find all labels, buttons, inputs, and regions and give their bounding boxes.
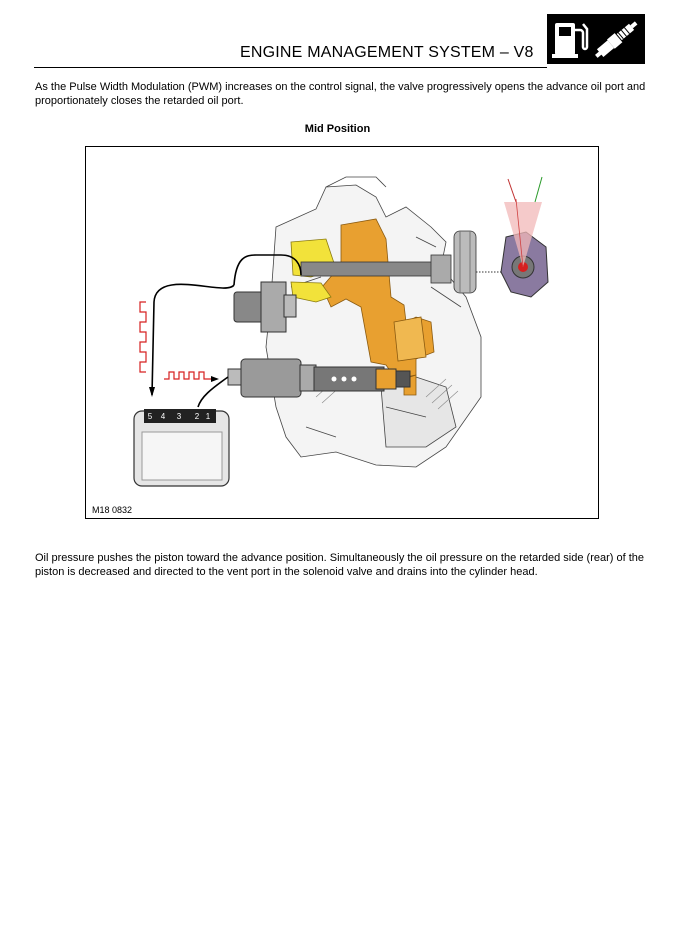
fuel-pump-and-spark-plug-icon bbox=[547, 14, 645, 64]
body-paragraph: Oil pressure pushes the piston toward th… bbox=[35, 552, 645, 578]
figure-reference: M18 0832 bbox=[92, 505, 133, 515]
figure-frame: 5 4 3 2 1 M18 0832 bbox=[85, 146, 599, 519]
oil-control-solenoid bbox=[227, 358, 411, 398]
ecu-pin-4: 4 bbox=[161, 412, 166, 421]
oil-passages bbox=[321, 218, 435, 396]
ecu-pin-2: 2 bbox=[195, 412, 200, 421]
vvt-diagram: 5 4 3 2 1 bbox=[133, 176, 549, 487]
cam-signal-waveform bbox=[139, 301, 147, 373]
ecu-pin-3: 3 bbox=[177, 412, 182, 421]
figure-caption: Mid Position bbox=[304, 123, 371, 135]
ecu-pin-1: 1 bbox=[206, 412, 211, 421]
cam-position-sensor bbox=[500, 176, 549, 298]
cam-pulley bbox=[453, 230, 477, 294]
ecu-module bbox=[133, 409, 230, 487]
ecu-pin-5: 5 bbox=[148, 412, 153, 421]
camshaft bbox=[300, 261, 437, 277]
cam-sensor-connector bbox=[233, 281, 297, 333]
pwm-signal-waveform bbox=[164, 371, 214, 380]
intro-paragraph: As the Pulse Width Modulation (PWM) incr… bbox=[35, 81, 646, 107]
sensor-cable bbox=[233, 254, 302, 286]
header-rule bbox=[34, 67, 547, 68]
ecu-pin-labels: 5 4 3 2 1 bbox=[148, 412, 211, 421]
page-title: ENGINE MANAGEMENT SYSTEM – V8 bbox=[240, 44, 534, 61]
